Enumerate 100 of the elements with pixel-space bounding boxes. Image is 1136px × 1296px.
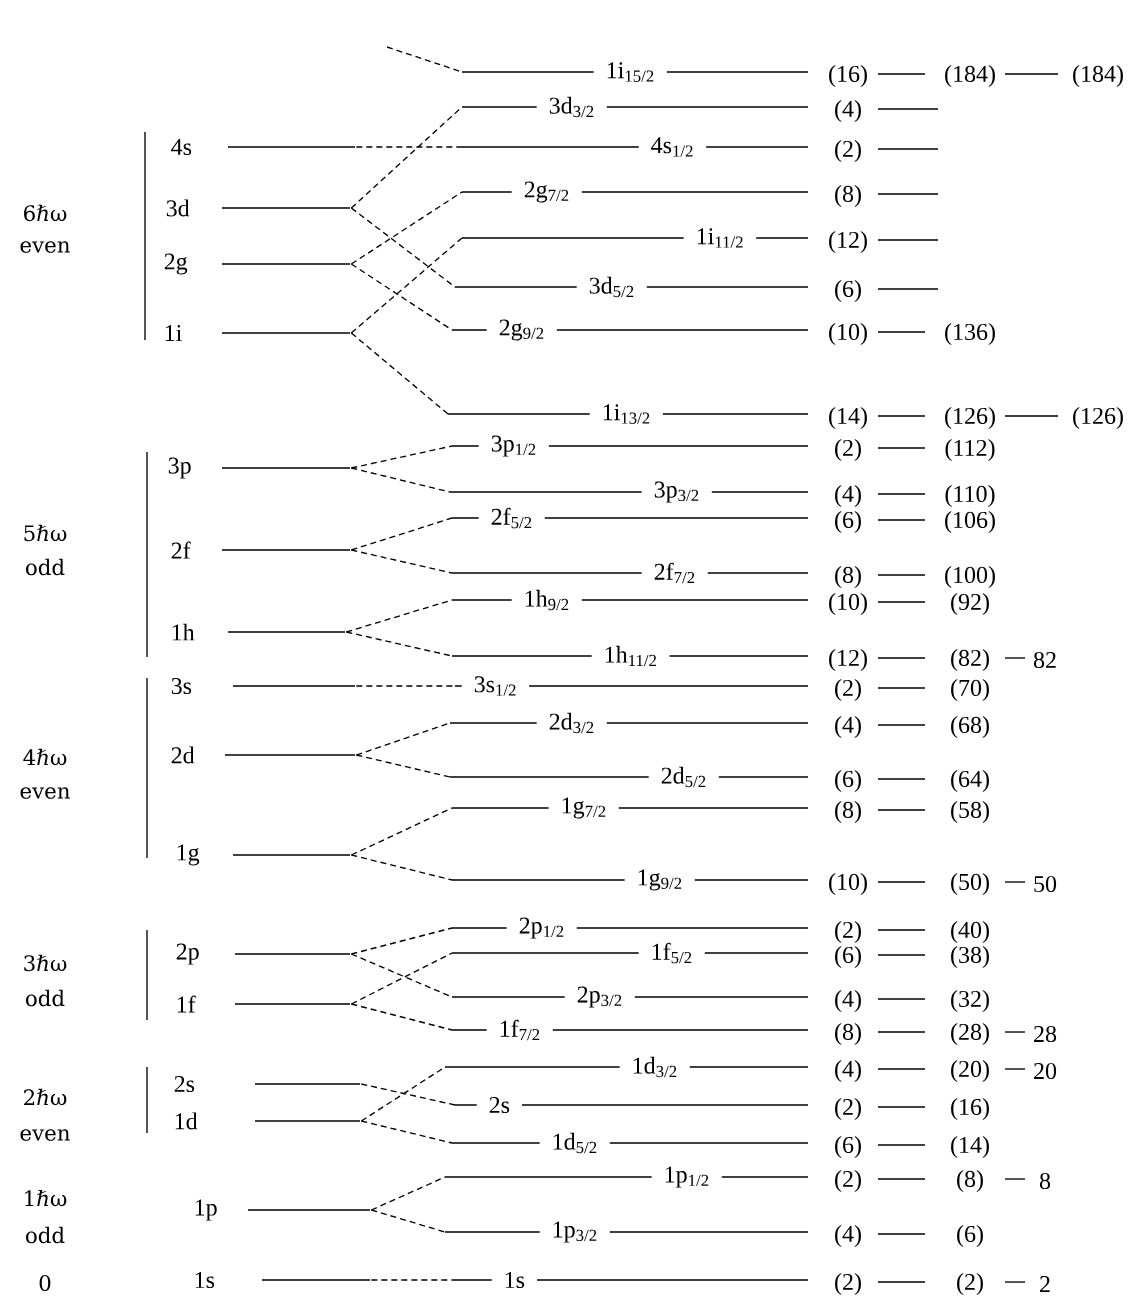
magic-number: 50 (1034, 875, 1057, 893)
dashed-connector (370, 1209, 446, 1233)
dashed-connector (370, 1279, 456, 1281)
energy-level: 1s (195, 1271, 371, 1289)
degeneracy-number: (4) (835, 1225, 861, 1247)
degeneracy-number: (8) (835, 566, 861, 588)
node-label: 2g$_{7/2}$ (524, 181, 569, 203)
degeneracy-number: (2) (835, 1098, 861, 1120)
node-label: 4s$_{1/2}$ (651, 137, 693, 157)
energy-level: 2f$_{7/2}$ (451, 561, 809, 585)
shell-total: (16) (951, 1098, 989, 1120)
degeneracy-number: (6) (835, 280, 861, 302)
energy-level: 1h (172, 623, 346, 641)
dashed-connector (350, 467, 451, 493)
energy-level: 2s (174, 1075, 361, 1093)
shell-total: (100) (945, 566, 995, 588)
shell-label: 6ℏω (24, 204, 67, 222)
node-label: 3d$_{3/2}$ (549, 96, 594, 118)
shell-label: 1ℏω (25, 1189, 67, 1207)
shell-label: odd (26, 558, 65, 576)
node-label: 3p$_{1/2}$ (491, 435, 536, 457)
energy-level: 1h$_{9/2}$ (451, 588, 809, 612)
energy-level: 3d$_{5/2}$ (454, 275, 809, 299)
node-label: 1d$_{3/2}$ (633, 1056, 677, 1078)
energy-level: 1p$_{1/2}$ (444, 1165, 809, 1189)
energy-level: 1f (177, 995, 351, 1013)
shell-total: (2) (957, 1273, 983, 1295)
node-label: 1p$_{3/2}$ (553, 1221, 597, 1243)
shell-total: (92) (951, 593, 989, 615)
node-label: 2f$_{5/2}$ (491, 507, 532, 529)
dashed-connector (350, 807, 453, 856)
energy-level: 2p$_{1/2}$ (451, 916, 809, 940)
node-label: 3d$_{5/2}$ (589, 276, 634, 298)
energy-level: 1g$_{9/2}$ (451, 868, 809, 892)
shell-total: (58) (951, 801, 989, 823)
shell-label: odd (26, 1226, 65, 1244)
degeneracy-number: (2) (835, 679, 861, 701)
energy-level: 1g$_{7/2}$ (451, 796, 809, 820)
dashed-connector (360, 1083, 456, 1106)
dashed-connector (350, 517, 453, 551)
node-label: 1d$_{5/2}$ (553, 1132, 597, 1154)
dashed-connector (360, 1120, 453, 1144)
energy-level: 3d$_{3/2}$ (461, 95, 809, 119)
shell-total: (106) (945, 511, 995, 533)
energy-level: 1s (454, 1270, 809, 1290)
degeneracy-number: (4) (835, 100, 861, 122)
shell-label: odd (26, 989, 65, 1007)
shell-label: even (20, 1129, 70, 1141)
degeneracy-number: (12) (829, 649, 867, 671)
shell-total: (110) (945, 485, 995, 507)
degeneracy-number: (2) (835, 1273, 861, 1295)
node-label: 2d$_{3/2}$ (549, 712, 594, 734)
node-label: 2g$_{9/2}$ (499, 319, 544, 341)
dashed-connector (350, 549, 453, 574)
energy-level: 2p (176, 943, 351, 965)
shell-total: (40) (951, 921, 989, 943)
degeneracy-number: (12) (829, 231, 867, 253)
energy-level: 2g$_{9/2}$ (451, 318, 809, 342)
energy-level: 3p$_{3/2}$ (449, 480, 809, 504)
energy-level: 1p (195, 1199, 371, 1221)
dashed-connector (350, 445, 453, 469)
degeneracy-number: (2) (835, 439, 861, 461)
node-label: 1i$_{11/2}$ (697, 228, 743, 248)
dashed-connector (355, 754, 451, 778)
energy-level: 2g (164, 253, 351, 275)
shell-label: even (20, 241, 70, 253)
energy-level: 2f$_{5/2}$ (451, 506, 809, 530)
node-label: 1s (505, 1271, 525, 1289)
degeneracy-number: (8) (835, 1023, 861, 1045)
node-label: 1g$_{7/2}$ (562, 797, 606, 819)
energy-level: 4s (171, 139, 356, 155)
energy-level: 2d$_{5/2}$ (449, 765, 809, 789)
shell-total: (112) (945, 439, 995, 461)
node-label: 1p$_{1/2}$ (665, 1166, 709, 1188)
energy-level: 1f$_{5/2}$ (451, 941, 809, 965)
energy-level: 2d (171, 746, 356, 764)
degeneracy-number: (8) (835, 185, 861, 207)
shell-label: 0 (39, 1274, 51, 1292)
shell-total: (64) (951, 770, 989, 792)
shell-total: (184) (945, 65, 995, 87)
dashed-connector (350, 927, 453, 955)
dashed-connector (345, 599, 453, 633)
magic-number: 28 (1034, 1025, 1057, 1043)
energy-level: 1d$_{3/2}$ (444, 1055, 809, 1079)
magic-number: 20 (1034, 1062, 1057, 1080)
node-label: 1i$_{15/2}$ (607, 62, 654, 82)
degeneracy-number: (4) (835, 1060, 861, 1082)
dashed-connector (350, 854, 453, 881)
energy-level: 1f$_{7/2}$ (451, 1018, 809, 1042)
shell-total: (82) (951, 649, 989, 671)
degeneracy-number: (16) (829, 65, 867, 87)
energy-level: 2d$_{3/2}$ (449, 711, 809, 735)
node-label: 2p$_{3/2}$ (577, 986, 622, 1008)
energy-level: 2s (454, 1095, 809, 1115)
degeneracy-number: (10) (829, 323, 867, 345)
magic-number: 2 (1040, 1276, 1050, 1292)
energy-level: 3p (168, 457, 351, 479)
dashed-connector (350, 191, 463, 265)
energy-level: 3s (171, 677, 356, 695)
degeneracy-number: (2) (835, 1170, 861, 1192)
